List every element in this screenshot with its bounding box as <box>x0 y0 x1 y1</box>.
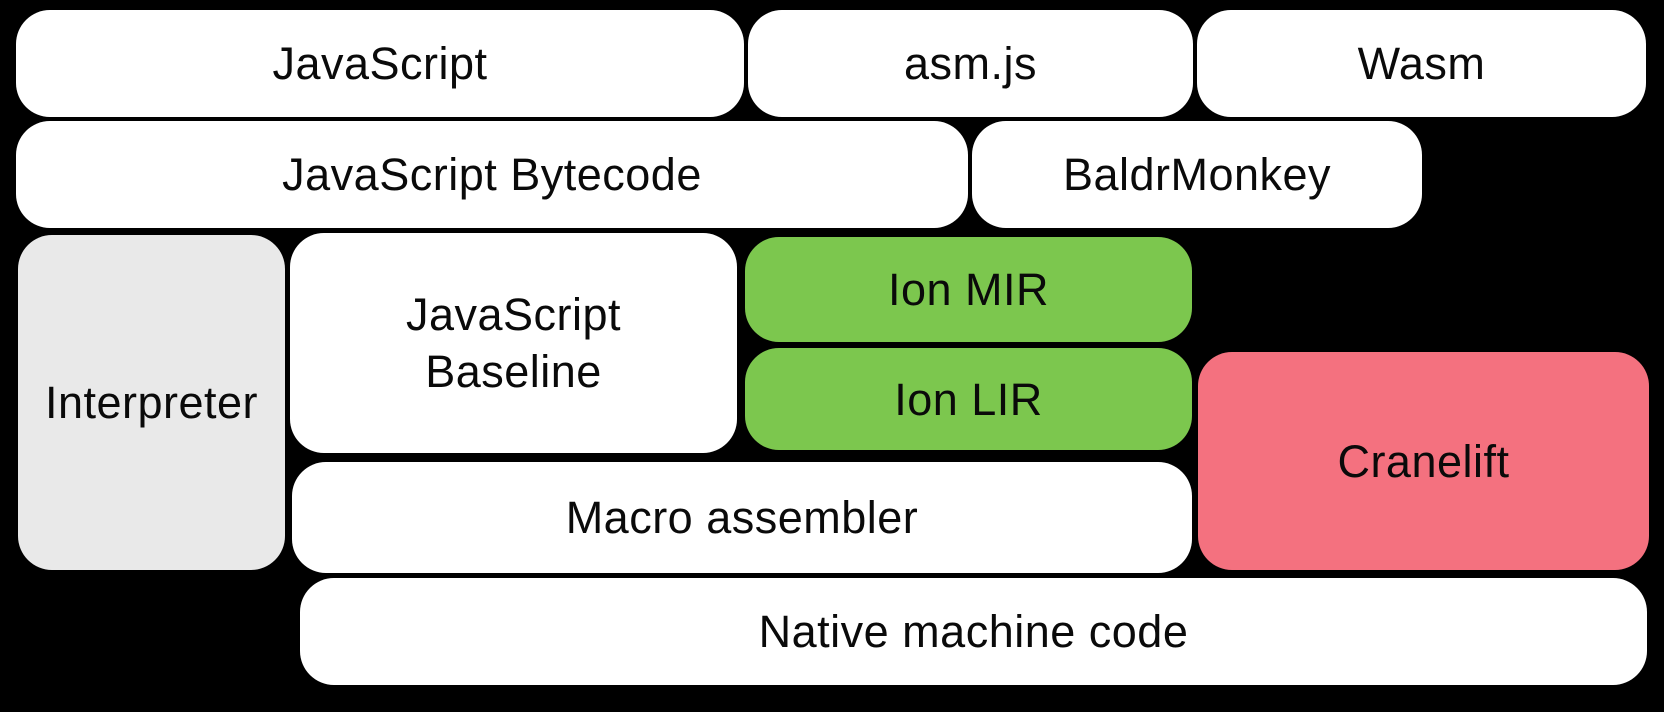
box-label: Interpreter <box>44 377 259 428</box>
box-wasm: Wasm <box>1197 10 1646 117</box>
box-baldrmonkey: BaldrMonkey <box>972 121 1422 228</box>
box-label: Ion MIR <box>887 264 1050 315</box>
box-label: Ion LIR <box>894 373 1043 425</box>
box-label: JavaScript <box>272 38 488 89</box>
box-macro-assembler: Macro assembler <box>292 462 1192 573</box>
box-label: Macro assembler <box>565 492 919 543</box>
box-label: asm.js <box>903 38 1037 89</box>
box-native-machine-code: Native machine code <box>300 578 1647 685</box>
box-label-line2: Baseline <box>425 346 602 397</box>
box-javascript-baseline: JavaScript Baseline <box>290 233 737 453</box>
box-label: JavaScript Bytecode <box>282 149 702 200</box>
box-interpreter: Interpreter <box>18 235 285 570</box>
box-label: Native machine code <box>758 606 1189 657</box>
box-label-line1: JavaScript <box>405 289 622 340</box>
box-ion-mir: Ion MIR <box>745 237 1192 342</box>
box-label: BaldrMonkey <box>1062 149 1332 200</box>
box-cranelift: Cranelift <box>1198 352 1649 570</box>
box-label: Wasm <box>1357 38 1486 89</box>
box-asmjs: asm.js <box>748 10 1193 117</box>
box-javascript: JavaScript <box>16 10 744 117</box>
box-label: Cranelift <box>1337 435 1510 487</box>
box-javascript-bytecode: JavaScript Bytecode <box>16 121 968 228</box>
box-ion-lir: Ion LIR <box>745 348 1192 450</box>
